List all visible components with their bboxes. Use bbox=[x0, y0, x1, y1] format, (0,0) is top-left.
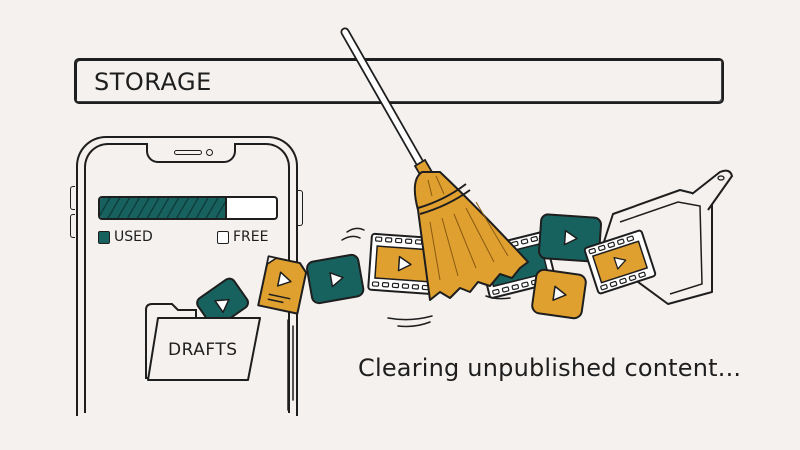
broom-icon bbox=[340, 27, 529, 301]
legend-used: USED bbox=[98, 229, 153, 245]
video-tile-icon bbox=[531, 268, 587, 320]
legend-free: FREE bbox=[217, 229, 268, 245]
motion-lines bbox=[287, 227, 511, 411]
film-strip-icon bbox=[583, 229, 657, 295]
video-tile-icon bbox=[306, 253, 365, 305]
storage-usage-bar bbox=[98, 196, 278, 220]
phone-side-button bbox=[70, 186, 75, 210]
used-swatch-icon bbox=[98, 230, 110, 244]
video-tile-icon bbox=[196, 277, 249, 329]
storage-used-fill bbox=[100, 198, 227, 218]
free-swatch-icon bbox=[217, 230, 229, 244]
phone-power-button bbox=[298, 190, 303, 226]
video-file-icon bbox=[257, 255, 308, 315]
status-message: Clearing unpublished content... bbox=[358, 354, 742, 382]
legend-free-label: FREE bbox=[233, 229, 269, 245]
phone-camera-icon bbox=[206, 149, 213, 156]
drafts-folder-icon bbox=[145, 277, 261, 381]
phone-notch bbox=[146, 143, 236, 163]
phone-speaker-icon bbox=[174, 150, 202, 155]
legend-used-label: USED bbox=[114, 229, 153, 245]
phone-side-button bbox=[70, 214, 75, 238]
storage-title: STORAGE bbox=[94, 68, 212, 96]
drafts-folder-label: DRAFTS bbox=[168, 340, 238, 360]
storage-header-bar: STORAGE bbox=[74, 58, 724, 104]
